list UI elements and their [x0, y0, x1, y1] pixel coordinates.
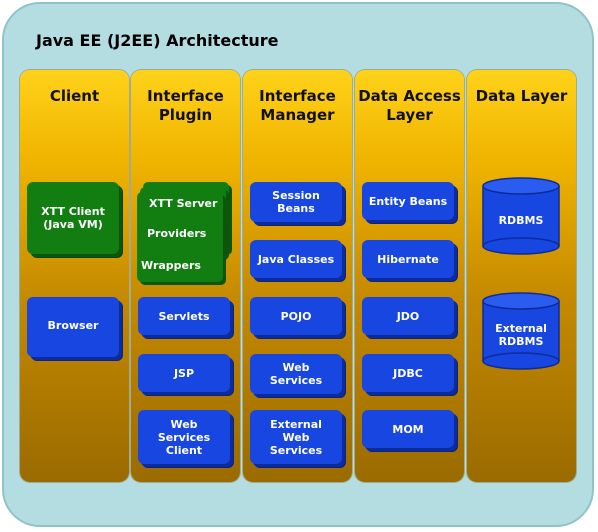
session-beans-box: Session Beans [250, 182, 342, 222]
rdbms-label: RDBMS [498, 214, 544, 227]
diagram-title: Java EE (J2EE) Architecture [36, 31, 279, 50]
hibernate-box: Hibernate [362, 240, 454, 278]
jdbc-box: JDBC [362, 354, 454, 392]
pojo-box: POJO [250, 297, 342, 335]
column-heading: Interface Plugin [147, 87, 224, 124]
external-rdbms-database-icon: External RDBMS [482, 292, 560, 370]
column-interface-plugin: Interface Plugin XTT Server Providers Wr… [131, 70, 240, 482]
web-services-box: Web Services [250, 354, 342, 394]
column-heading: Client [49, 87, 100, 105]
jsp-box: JSP [138, 354, 230, 392]
rdbms-database-icon: RDBMS [482, 177, 560, 255]
java-classes-box: Java Classes [250, 240, 342, 278]
column-heading: Data Access Layer [358, 87, 461, 124]
column-heading: Data Layer [475, 87, 568, 105]
servlets-box: Servlets [138, 297, 230, 335]
stack-layer [137, 192, 223, 282]
xtt-client-box: XTT Client (Java VM) [27, 182, 119, 254]
column-data-layer: Data Layer RDBMS External RDBMS [467, 70, 576, 482]
xtt-server-label: XTT Server [149, 197, 218, 210]
column-data-access-layer: Data Access Layer Entity Beans Hibernate… [355, 70, 464, 482]
external-web-services-box: External Web Services [250, 410, 342, 464]
jdo-box: JDO [362, 297, 454, 335]
column-client: Client XTT Client (Java VM) Browser [20, 70, 129, 482]
column-heading: Interface Manager [259, 87, 336, 124]
wrappers-label: Wrappers [141, 259, 201, 272]
external-rdbms-label: External RDBMS [495, 322, 547, 348]
browser-box: Browser [27, 297, 119, 357]
providers-label: Providers [147, 227, 207, 240]
column-interface-manager: Interface Manager Session Beans Java Cla… [243, 70, 352, 482]
xtt-server-stack: XTT Server Providers Wrappers [137, 182, 229, 282]
mom-box: MOM [362, 410, 454, 448]
web-services-client-box: Web Services Client [138, 410, 230, 464]
entity-beans-box: Entity Beans [362, 182, 454, 220]
